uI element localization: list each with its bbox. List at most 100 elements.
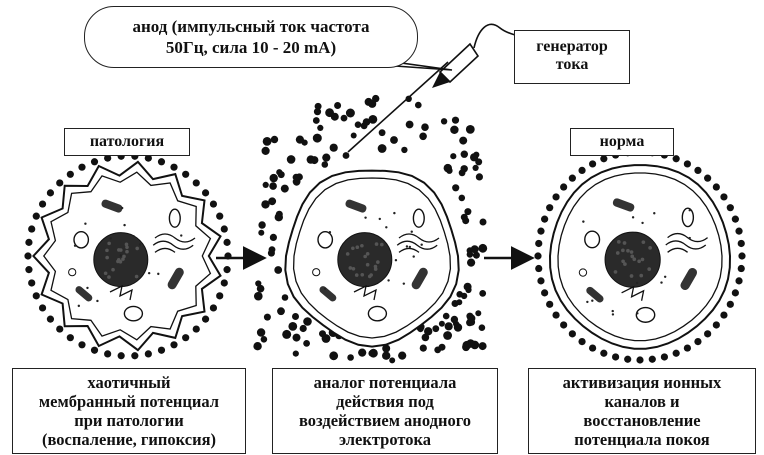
anode-charge-dot xyxy=(293,351,299,357)
charge-dot xyxy=(223,239,230,246)
anode-charge-dot xyxy=(270,234,277,241)
caption-pathology-line-1: хаотичный xyxy=(13,373,245,392)
caption-stimulated-line-1: аналог потенциала xyxy=(273,373,497,392)
ribosome xyxy=(180,234,182,236)
anode-charge-dot xyxy=(281,185,289,193)
caption-pathology-line-3: при патологии xyxy=(13,411,245,430)
ribosome-cluster xyxy=(579,269,586,276)
vacuole xyxy=(124,306,142,320)
anode-charge-dot xyxy=(480,219,487,226)
charge-dot xyxy=(216,292,223,299)
pathology-label: патология xyxy=(64,128,190,156)
charge-dot xyxy=(732,289,739,296)
anode-charge-dot xyxy=(470,153,478,161)
anode-charge-dot xyxy=(467,314,475,322)
charge-dot xyxy=(735,277,742,284)
ribosome xyxy=(406,245,408,247)
anode-charge-dot xyxy=(257,328,265,336)
charge-dot xyxy=(170,341,177,348)
anode-charge-dot xyxy=(368,350,374,356)
charge-dot xyxy=(589,344,596,351)
anode-charge-dot xyxy=(432,325,439,332)
charge-dot xyxy=(612,353,619,360)
caption-norm: активизация ионных каналов и восстановле… xyxy=(528,368,756,454)
ribosome xyxy=(641,222,643,224)
ribosome xyxy=(420,244,422,246)
anode-charge-dot xyxy=(369,115,378,124)
chromatin-dot xyxy=(104,271,108,275)
chromatin-dot xyxy=(135,275,139,279)
charge-dot xyxy=(732,216,739,223)
charge-dot xyxy=(694,167,701,174)
anode-charge-dot xyxy=(264,314,271,321)
charge-dot xyxy=(25,266,32,273)
ribosome xyxy=(393,212,395,214)
anode-charge-dot xyxy=(452,117,459,124)
chromatin-dot xyxy=(356,245,360,249)
charge-dot xyxy=(738,240,745,247)
anode-charge-dot xyxy=(300,325,307,332)
current-generator-line-1: генератор xyxy=(515,38,629,56)
ribosome-cluster xyxy=(313,269,320,276)
charge-dot xyxy=(569,330,576,337)
nucleus xyxy=(338,233,392,287)
ribosome xyxy=(689,209,691,211)
chromatin-dot xyxy=(369,273,373,277)
charge-dot xyxy=(720,193,727,200)
anode-charge-dot xyxy=(459,137,467,145)
charge-dot xyxy=(25,239,32,246)
charge-dot xyxy=(56,179,63,186)
charge-dot xyxy=(738,265,745,272)
charge-dot xyxy=(47,316,54,323)
anode-charge-dot xyxy=(255,280,261,286)
charge-dot xyxy=(131,352,138,359)
anode-charge-dot xyxy=(439,344,446,351)
charge-dot xyxy=(738,252,745,259)
ribosome xyxy=(411,230,413,232)
charge-dot xyxy=(78,164,85,171)
anode-charge-dot xyxy=(443,331,452,340)
chromatin-dot xyxy=(105,249,109,253)
chromatin-dot xyxy=(349,266,353,270)
charge-dot xyxy=(649,356,656,363)
ribosome xyxy=(689,237,691,239)
caption-stimulated-line-3: воздействием анодного xyxy=(273,411,497,430)
anode-charge-dot xyxy=(293,334,301,342)
ribosome xyxy=(96,300,98,302)
charge-dot xyxy=(560,183,567,190)
anode-charge-dot xyxy=(467,259,475,267)
chromatin-dot xyxy=(116,260,120,264)
ribosome xyxy=(653,212,655,214)
anode-charge-dot xyxy=(334,102,341,109)
ribosome xyxy=(582,220,584,222)
caption-norm-line-2: каналов и xyxy=(529,392,755,411)
ribosome xyxy=(86,287,88,289)
charge-dot xyxy=(661,353,668,360)
anode-charge-dot xyxy=(382,352,390,360)
ribosome xyxy=(78,305,80,307)
ribosome xyxy=(324,287,326,289)
chromatin-dot xyxy=(630,250,634,254)
chromatin-dot xyxy=(125,250,129,254)
chromatin-dot xyxy=(626,249,630,253)
anode-charge-dot xyxy=(322,154,330,162)
anode-charge-dot xyxy=(390,136,398,144)
charge-dot xyxy=(104,350,111,357)
charge-dot xyxy=(546,301,553,308)
anode-charge-dot xyxy=(459,195,466,202)
ribosome xyxy=(636,282,638,284)
charge-dot xyxy=(145,350,152,357)
charge-dot xyxy=(546,204,553,211)
charge-dot xyxy=(193,325,200,332)
chromatin-dot xyxy=(351,247,355,251)
chromatin-dot xyxy=(375,242,379,246)
ribosome xyxy=(632,216,634,218)
charge-dot xyxy=(202,316,209,323)
charge-dot xyxy=(537,277,544,284)
anode-charge-dot xyxy=(459,169,466,176)
chromatin-dot xyxy=(614,270,618,274)
charge-dot xyxy=(39,200,46,207)
charge-dot xyxy=(24,252,31,259)
anode-charge-dot xyxy=(479,342,487,350)
charge-dot xyxy=(170,164,177,171)
